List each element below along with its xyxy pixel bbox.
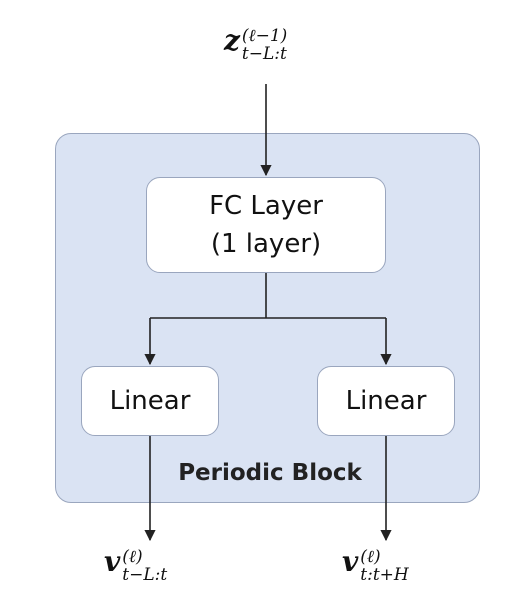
- input-label-base: z: [224, 24, 240, 57]
- output-right-subscript: t:t+H: [360, 564, 409, 585]
- linear-left-label: Linear: [109, 386, 191, 416]
- output-left-subscript: t−L:t: [122, 564, 168, 585]
- output-right-base: v: [342, 545, 359, 578]
- output-right-superscript: (ℓ): [360, 546, 381, 567]
- linear-box-left: Linear: [81, 366, 219, 436]
- fc-layer-box: FC Layer (1 layer): [146, 177, 386, 273]
- fc-layer-subtitle: (1 layer): [210, 229, 322, 259]
- output-label-left: v(ℓ)t−L:t: [104, 545, 167, 584]
- fc-layer-title: FC Layer: [209, 191, 323, 221]
- output-left-base: v: [104, 545, 121, 578]
- input-label-subscript: t−L:t: [241, 43, 287, 64]
- linear-right-label: Linear: [345, 386, 427, 416]
- output-left-superscript: (ℓ): [122, 546, 143, 567]
- linear-box-right: Linear: [317, 366, 455, 436]
- periodic-block-title: Periodic Block: [178, 460, 362, 486]
- input-label-superscript: (ℓ−1): [241, 25, 288, 46]
- input-label-z: z(ℓ−1)t−L:t: [224, 24, 287, 63]
- output-label-right: v(ℓ)t:t+H: [342, 545, 409, 584]
